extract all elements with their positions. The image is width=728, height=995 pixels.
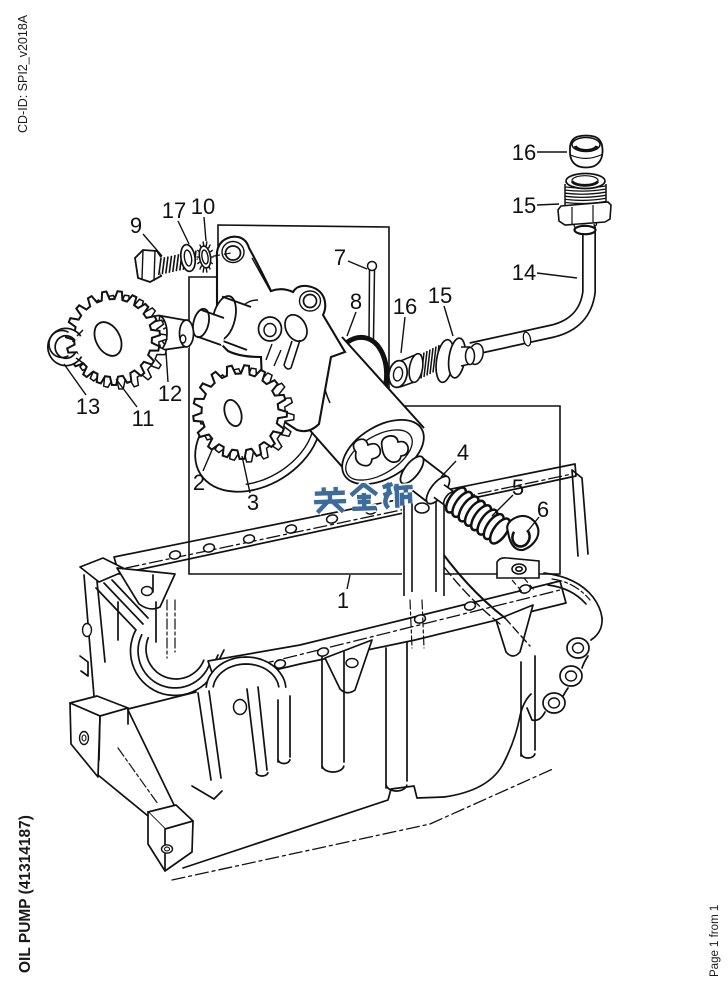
svg-text:16: 16 bbox=[512, 140, 536, 165]
svg-text:8: 8 bbox=[350, 289, 362, 314]
svg-text:6: 6 bbox=[537, 497, 549, 522]
svg-text:5: 5 bbox=[512, 475, 524, 500]
svg-text:10: 10 bbox=[191, 194, 215, 219]
svg-text:14: 14 bbox=[512, 260, 536, 285]
svg-text:CD-ID: SPI2_v2018A: CD-ID: SPI2_v2018A bbox=[16, 14, 30, 133]
svg-text:15: 15 bbox=[512, 193, 536, 218]
svg-text:OIL PUMP (41314187): OIL PUMP (41314187) bbox=[17, 815, 34, 973]
svg-text:12: 12 bbox=[158, 381, 182, 406]
svg-text:17: 17 bbox=[162, 198, 186, 223]
svg-text:Page 1 from 1: Page 1 from 1 bbox=[709, 905, 721, 977]
svg-text:11: 11 bbox=[132, 406, 155, 431]
svg-text:16: 16 bbox=[393, 294, 417, 319]
svg-text:4: 4 bbox=[457, 440, 469, 465]
svg-text:2: 2 bbox=[193, 470, 205, 495]
svg-text:13: 13 bbox=[76, 394, 100, 419]
svg-text:7: 7 bbox=[334, 245, 346, 270]
svg-text:9: 9 bbox=[130, 213, 142, 238]
svg-text:1: 1 bbox=[337, 588, 349, 613]
svg-text:15: 15 bbox=[428, 283, 452, 308]
svg-text:3: 3 bbox=[247, 490, 259, 515]
